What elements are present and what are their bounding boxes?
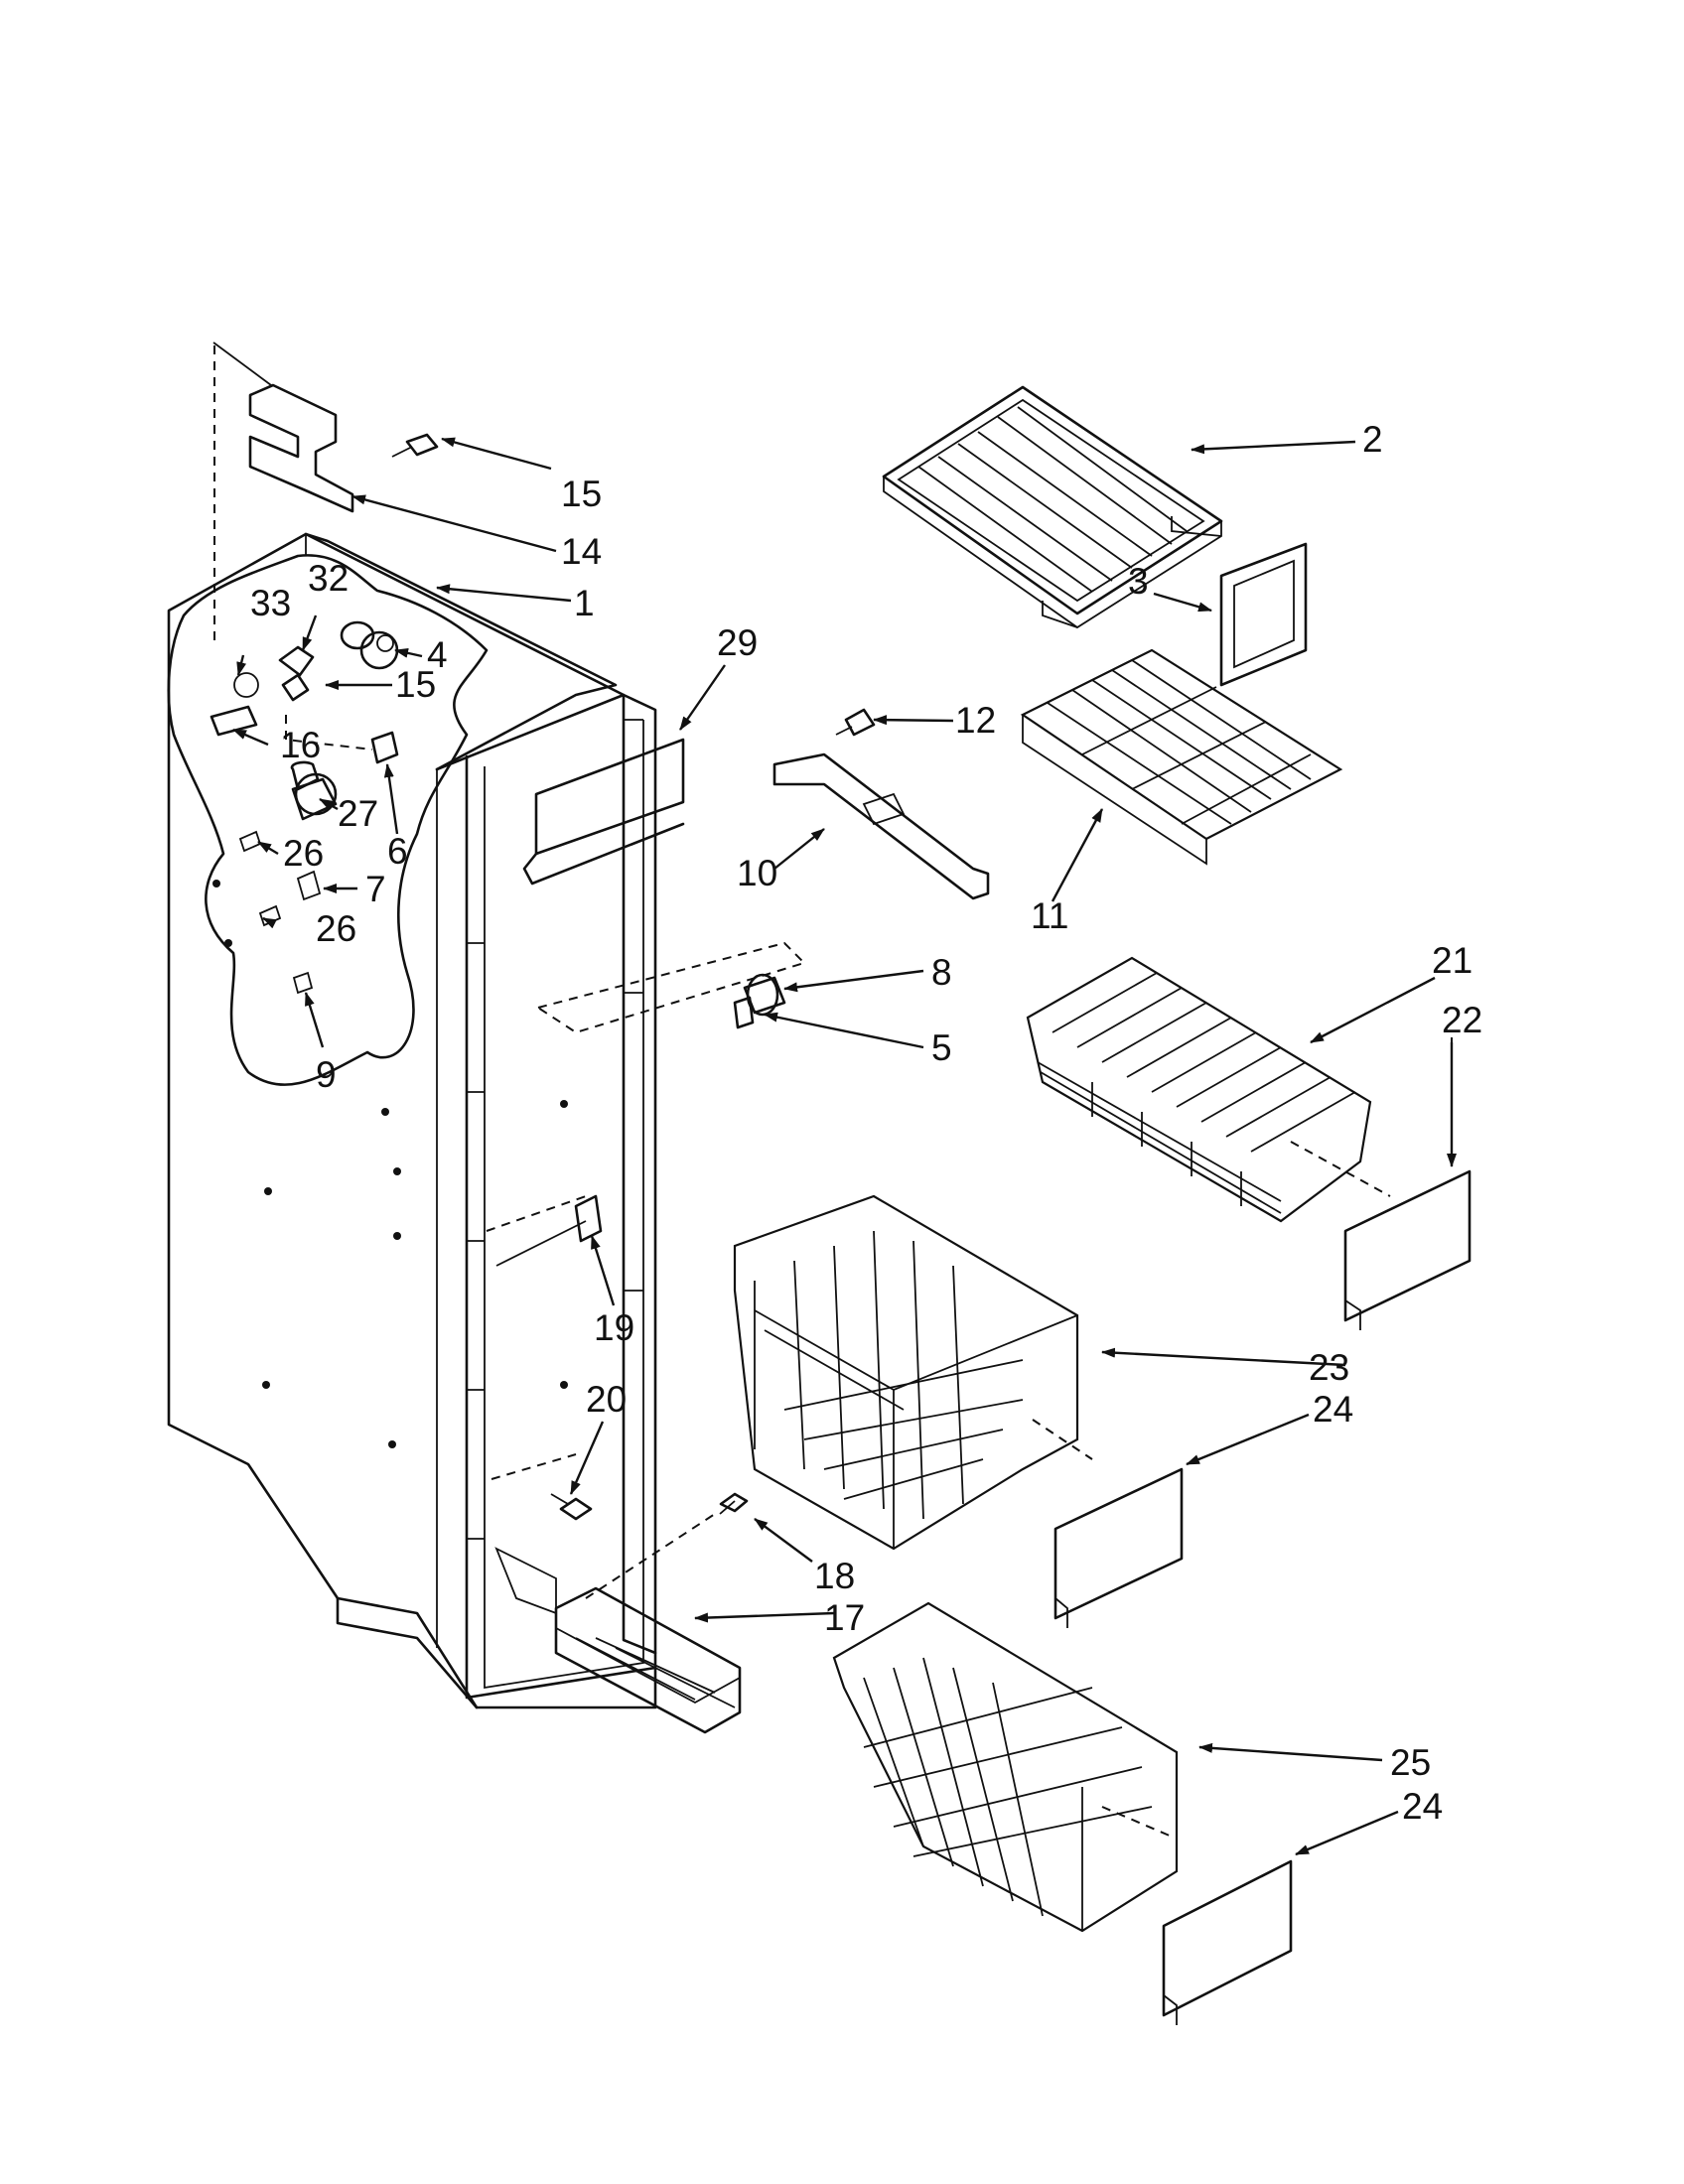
- callout-33: 33: [250, 583, 291, 623]
- callout-11: 11: [1031, 895, 1068, 936]
- basket-21: [1026, 956, 1372, 1223]
- switch-19: [495, 1194, 603, 1267]
- control-bracket: [212, 341, 354, 640]
- callout-27: 27: [338, 793, 378, 834]
- callout-12: 12: [955, 700, 996, 741]
- callout-4: 4: [427, 634, 448, 675]
- basket-front-24a: [1053, 1467, 1184, 1628]
- callout-5: 5: [931, 1027, 952, 1068]
- callout-14: 14: [561, 531, 602, 572]
- callout-labels: 1 2 3 4 5 6 7 8 9 10 11 12 14 15 15 16 1…: [250, 419, 1482, 1827]
- dashed-connectors: [285, 715, 1453, 1838]
- callout-2: 2: [1362, 419, 1383, 460]
- callout-3: 3: [1128, 561, 1149, 602]
- leader-lines: [232, 437, 1457, 1856]
- basket-front-24b: [1162, 1859, 1293, 2025]
- callout-24b: 24: [1402, 1786, 1443, 1827]
- screw-18: [719, 1492, 749, 1515]
- wire-shelf: [1020, 648, 1343, 866]
- screw-12: [835, 708, 876, 737]
- callout-21: 21: [1432, 940, 1473, 981]
- callout-6: 6: [387, 831, 408, 872]
- callout-26b: 26: [316, 908, 356, 949]
- cutaway-components: [210, 620, 399, 995]
- screw-15-top: [391, 433, 439, 458]
- callout-8: 8: [931, 952, 952, 993]
- callout-1: 1: [574, 583, 595, 623]
- callout-16: 16: [280, 725, 321, 765]
- callout-32: 32: [308, 558, 349, 599]
- basket-25: [832, 1601, 1179, 1933]
- callout-17: 17: [824, 1597, 865, 1638]
- callout-25: 25: [1390, 1742, 1431, 1783]
- callout-29: 29: [717, 622, 758, 663]
- callout-9: 9: [316, 1054, 337, 1095]
- callout-22: 22: [1442, 1000, 1482, 1040]
- light-shield: [522, 738, 685, 886]
- callout-20: 20: [586, 1379, 627, 1420]
- callout-15b: 15: [395, 664, 436, 705]
- basket-front-22: [1343, 1169, 1472, 1330]
- fan-motor-assembly: [733, 973, 786, 1029]
- shelf-bracket-10: [772, 752, 990, 900]
- callout-18: 18: [814, 1556, 855, 1596]
- glass-shelf: [882, 385, 1223, 629]
- callout-10: 10: [737, 853, 777, 893]
- callout-23: 23: [1309, 1347, 1349, 1388]
- callout-7: 7: [365, 869, 386, 909]
- basket-23: [733, 1194, 1079, 1551]
- shelf-frame-3: [1219, 542, 1308, 687]
- freezer-liner: [167, 532, 657, 1709]
- callout-19: 19: [594, 1307, 634, 1348]
- screw-20: [550, 1493, 593, 1521]
- grille-17: [554, 1586, 742, 1734]
- callout-15a: 15: [561, 474, 602, 514]
- callout-24a: 24: [1313, 1389, 1353, 1430]
- callout-26a: 26: [283, 833, 324, 874]
